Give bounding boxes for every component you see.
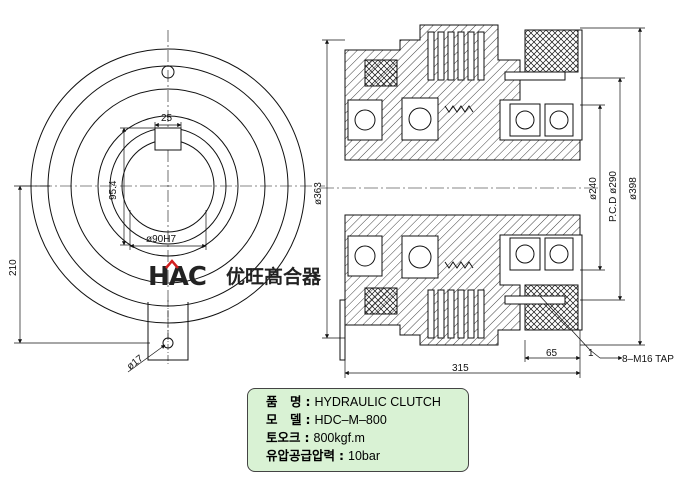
- upper-bearings: [347, 97, 574, 141]
- dim-pin-hole: ø17: [125, 353, 146, 373]
- spec-separator: :: [339, 448, 345, 463]
- section-view: [320, 24, 600, 361]
- section-dims: [322, 27, 645, 378]
- dim-shaft-dia: ø240: [588, 177, 599, 200]
- lower-bearings: [347, 235, 574, 279]
- dim-bore: ø90H7: [146, 234, 176, 245]
- upper-friction-plates: [427, 31, 485, 81]
- upper-seal-block: [364, 59, 398, 87]
- spec-separator: :: [304, 430, 310, 445]
- top-hole: [161, 65, 175, 79]
- keyway: [154, 127, 182, 151]
- front-view: [20, 30, 325, 365]
- front-view-dims: [14, 122, 207, 373]
- spec-label: 품 명: [266, 394, 302, 409]
- company-logo: HAC 优旺髙合器: [148, 259, 322, 292]
- spec-label: 모 델: [266, 412, 302, 427]
- spec-value: 800kgf.m: [313, 431, 365, 445]
- spec-separator: :: [305, 394, 311, 409]
- third-circle: [70, 88, 266, 284]
- logo-company-name: 优旺髙合器: [226, 265, 322, 288]
- lower-spring: [444, 261, 474, 269]
- lower-piston-block: [524, 284, 579, 331]
- spec-separator: :: [305, 412, 311, 427]
- spec-row-model: 모 델 : HDC–M–800: [266, 411, 468, 429]
- upper-piston-block: [524, 29, 579, 73]
- spec-table: 품 명 : HYDRAULIC CLUTCH 모 델 : HDC–M–800 토…: [247, 388, 469, 472]
- dim-outer-dia: ø363: [313, 182, 324, 205]
- lower-seal-block: [364, 287, 398, 315]
- spec-label: 토오크: [266, 430, 301, 445]
- dim-length: 315: [452, 363, 469, 374]
- spec-row-torque: 토오크 : 800kgf.m: [266, 429, 468, 447]
- dim-center-height: 210: [8, 259, 19, 276]
- dim-note-index: 1: [588, 348, 594, 359]
- dim-flange-dia: ø398: [628, 177, 639, 200]
- support-plate: [339, 299, 346, 361]
- dim-tap: 8–M16 TAP: [622, 354, 674, 365]
- upper-bolt: [504, 71, 566, 81]
- dim-hub-length: 65: [546, 348, 558, 359]
- lower-bolt: [504, 295, 566, 305]
- spec-row-pressure: 유압공급압력 : 10bar: [266, 447, 468, 465]
- dim-pcd: P.C.D ø290: [608, 171, 619, 222]
- dim-key-height: 95.4: [108, 180, 119, 200]
- spec-value: 10bar: [348, 449, 380, 463]
- upper-spring: [444, 105, 474, 113]
- lower-friction-plates: [427, 289, 485, 339]
- hub-circle: [97, 115, 239, 257]
- spec-label: 유압공급압력: [266, 448, 336, 463]
- dim-keyway-width: 25: [161, 113, 173, 124]
- logo-red-mark: [165, 259, 179, 269]
- spec-value: HDC–M–800: [314, 413, 387, 427]
- spec-row-name: 품 명 : HYDRAULIC CLUTCH: [266, 393, 468, 411]
- spec-value: HYDRAULIC CLUTCH: [314, 395, 441, 409]
